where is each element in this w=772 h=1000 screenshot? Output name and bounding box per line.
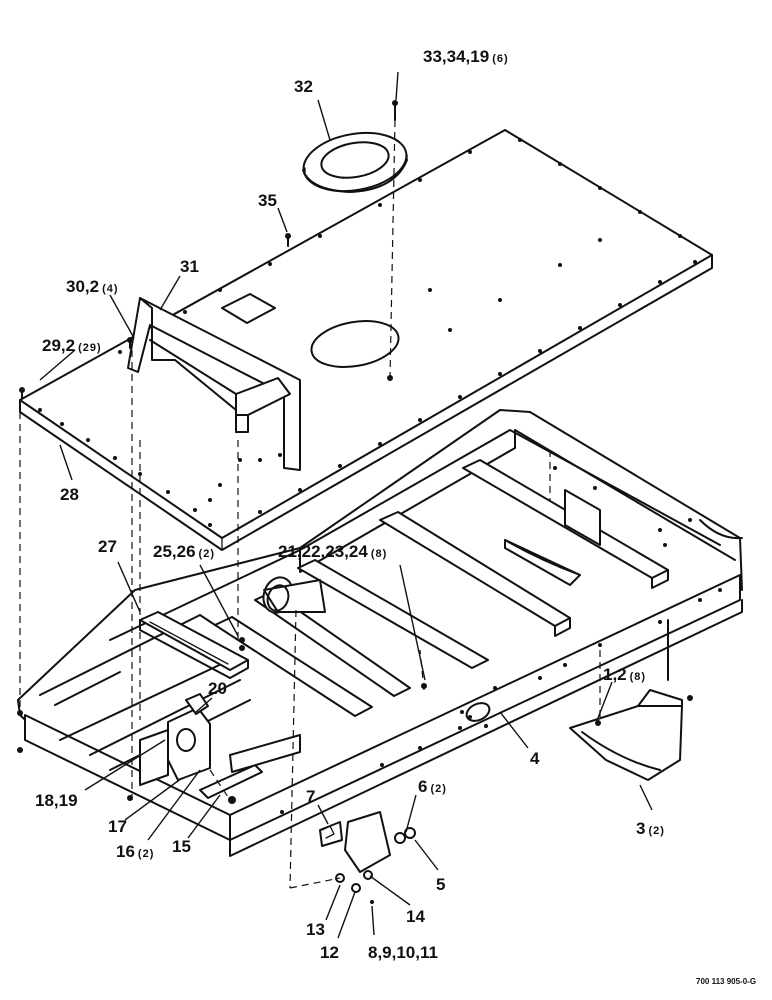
top-plate [19, 129, 713, 551]
callout-33: 33,34,19(6) [423, 47, 509, 66]
main-frame [17, 409, 743, 857]
callout-1: 1,2(8) [603, 665, 646, 684]
ring-flange [302, 131, 408, 193]
callout-4: 4 [530, 749, 540, 768]
callout-12: 12 [320, 943, 339, 962]
side-guard [319, 811, 416, 904]
callout-20: 20 [208, 679, 227, 698]
callout-5: 5 [436, 875, 445, 894]
callout-8: 8,9,10,11 [368, 943, 438, 962]
callout-3: 3(2) [636, 819, 665, 838]
callout-25: 25,26(2) [153, 542, 215, 561]
brace-bracket [127, 297, 301, 471]
callout-30: 30,2(4) [66, 277, 119, 296]
callout-28: 28 [60, 485, 79, 504]
callout-16: 16(2) [116, 842, 154, 861]
callout-21: 21,22,23,24(8) [278, 542, 387, 561]
callout-14: 14 [406, 907, 425, 926]
drawing-number: 700 113 905-0-G [696, 977, 756, 986]
callout-17: 17 [108, 817, 127, 836]
callout-labels: 33,34,19(6) 32 35 31 30,2(4) 29,2(29) 28… [35, 47, 756, 986]
callout-27: 27 [98, 537, 117, 556]
callout-29: 29,2(29) [42, 336, 102, 355]
callout-32: 32 [294, 77, 313, 96]
cover-bracket [569, 689, 693, 781]
leader-lines [39, 71, 653, 939]
assembly-lines [19, 119, 601, 889]
latch-assembly [139, 693, 301, 804]
callout-13: 13 [306, 920, 325, 939]
callout-6: 6(2) [418, 777, 447, 796]
callout-31: 31 [180, 257, 199, 276]
callout-7: 7 [306, 787, 315, 806]
callout-18: 18,19 [35, 791, 78, 810]
callout-15: 15 [172, 837, 191, 856]
callout-35: 35 [258, 191, 277, 210]
hardware [17, 100, 601, 801]
